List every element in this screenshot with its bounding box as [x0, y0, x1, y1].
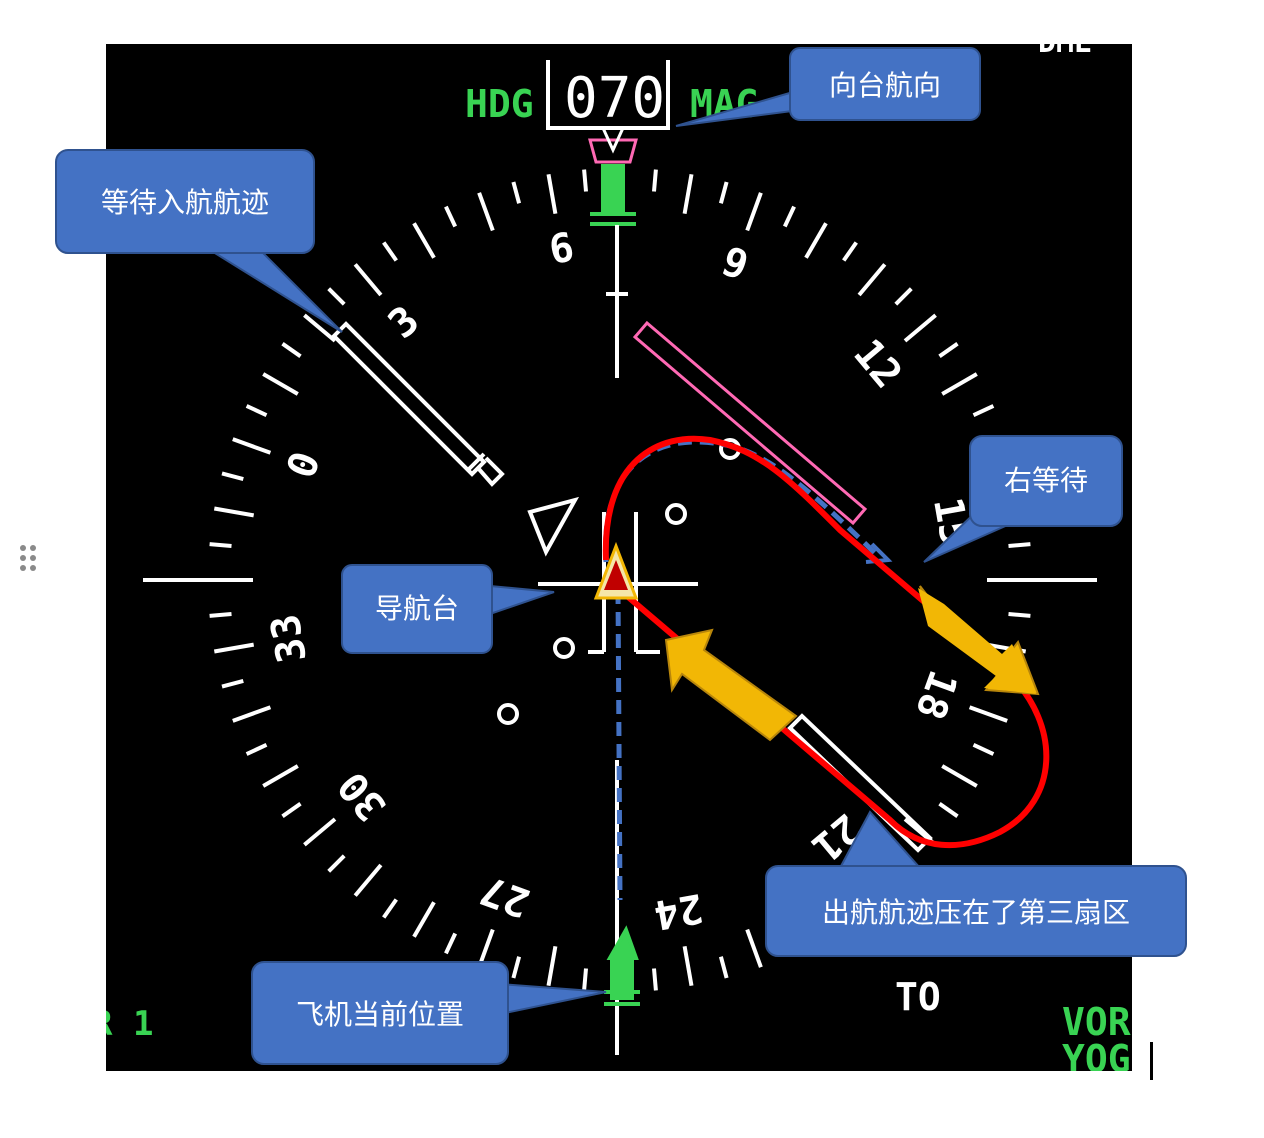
wind-triangle	[527, 496, 580, 557]
compass-tick	[1008, 542, 1031, 548]
compass-tick	[382, 898, 398, 919]
svg-text:出航航迹压在了第三扇区: 出航航迹压在了第三扇区	[822, 896, 1130, 929]
compass-tick	[1008, 612, 1031, 618]
compass-tick	[941, 372, 978, 396]
compass-tick	[353, 863, 383, 897]
compass-tick	[245, 404, 268, 418]
compass-tick	[209, 612, 232, 618]
compass-tick	[209, 542, 232, 548]
callout-aircraft-position: 飞机当前位置	[251, 961, 607, 1065]
station-id: YQG	[1062, 1037, 1131, 1081]
compass-tick	[327, 854, 346, 873]
callout-holding-inbound-track: 等待入航航迹	[55, 149, 343, 333]
compass-tick	[546, 945, 558, 987]
compass-tick	[281, 342, 302, 358]
deviation-bar	[632, 320, 868, 526]
course-pointer-head	[590, 164, 636, 226]
svg-text:右等待: 右等待	[1004, 464, 1088, 497]
compass-tick	[782, 205, 796, 228]
compass-tick	[303, 817, 337, 847]
drag-handle[interactable]	[18, 545, 38, 575]
compass-tick	[213, 506, 255, 518]
aircraft-position-marker	[604, 925, 640, 1006]
compass-tick	[682, 173, 694, 215]
compass-tick	[718, 181, 729, 204]
nav-source: VOR	[1062, 1000, 1131, 1044]
compass-tick	[582, 169, 588, 192]
compass-tick	[382, 241, 398, 262]
compass-tick	[546, 173, 558, 215]
compass-tick	[938, 802, 959, 818]
heading-bug	[588, 138, 638, 164]
compass-tick	[804, 222, 828, 259]
compass-tick	[221, 471, 244, 482]
compass-tick	[213, 642, 255, 654]
callout-navaid: 导航台	[341, 564, 555, 654]
compass-tick	[303, 313, 337, 343]
compass-tick	[652, 968, 658, 991]
compass-tick	[444, 205, 458, 228]
compass-tick	[972, 742, 995, 756]
cdi-dots	[497, 438, 741, 725]
dme-readout: DME	[1038, 25, 1092, 60]
compass-tick	[941, 764, 978, 788]
compass-tick	[582, 968, 588, 991]
to-from-indicator: TO	[895, 975, 941, 1019]
heading-readout: HDG 070 MAG	[465, 60, 759, 131]
text-cursor	[1150, 1042, 1153, 1080]
compass-tick	[245, 742, 268, 756]
compass-tick	[511, 956, 522, 979]
compass-tick	[477, 928, 495, 968]
compass-tick	[745, 928, 763, 968]
compass-tick	[842, 241, 858, 262]
compass-tick	[444, 932, 458, 955]
lubber-line	[601, 127, 625, 154]
compass-tick	[353, 263, 383, 297]
compass-tick	[262, 764, 299, 788]
compass-tick	[682, 945, 694, 987]
compass-tick	[745, 192, 763, 232]
svg-text:导航台: 导航台	[375, 592, 459, 625]
left-readout: R 1	[92, 1004, 153, 1044]
compass-tick	[894, 287, 913, 306]
svg-text:飞机当前位置: 飞机当前位置	[296, 998, 464, 1031]
compass-tick	[968, 705, 1008, 723]
compass-tick	[412, 222, 436, 259]
callout-right-hold: 右等待	[923, 435, 1123, 563]
compass-tick	[412, 901, 436, 938]
outbound-direction-arrow	[918, 585, 1040, 696]
compass-tick	[262, 372, 299, 396]
heading-value: 070	[564, 66, 665, 131]
compass-tick	[938, 342, 959, 358]
svg-text:等待入航航迹: 等待入航航迹	[101, 186, 269, 219]
compass-tick	[281, 802, 302, 818]
compass-tick	[477, 192, 495, 232]
svg-text:向台航向: 向台航向	[829, 69, 941, 102]
compass-tick	[903, 313, 937, 343]
inbound-direction-arrow	[664, 628, 798, 742]
compass-tick	[221, 678, 244, 689]
compass-label: 33	[262, 611, 316, 666]
compass-label: 24	[651, 884, 706, 938]
compass-tick	[857, 263, 887, 297]
hdg-label: HDG	[465, 82, 534, 126]
callout-outbound-track-note: 出航航迹压在了第三扇区	[765, 810, 1187, 957]
callout-inbound-heading: 向台航向	[675, 47, 981, 127]
compass-tick	[232, 437, 272, 455]
compass-tick	[327, 287, 346, 306]
compass-tick	[511, 181, 522, 204]
compass-tick	[718, 956, 729, 979]
compass-tick	[232, 705, 272, 723]
compass-tick	[972, 404, 995, 418]
navaid-marker	[593, 541, 639, 600]
compass-tick	[652, 169, 658, 192]
